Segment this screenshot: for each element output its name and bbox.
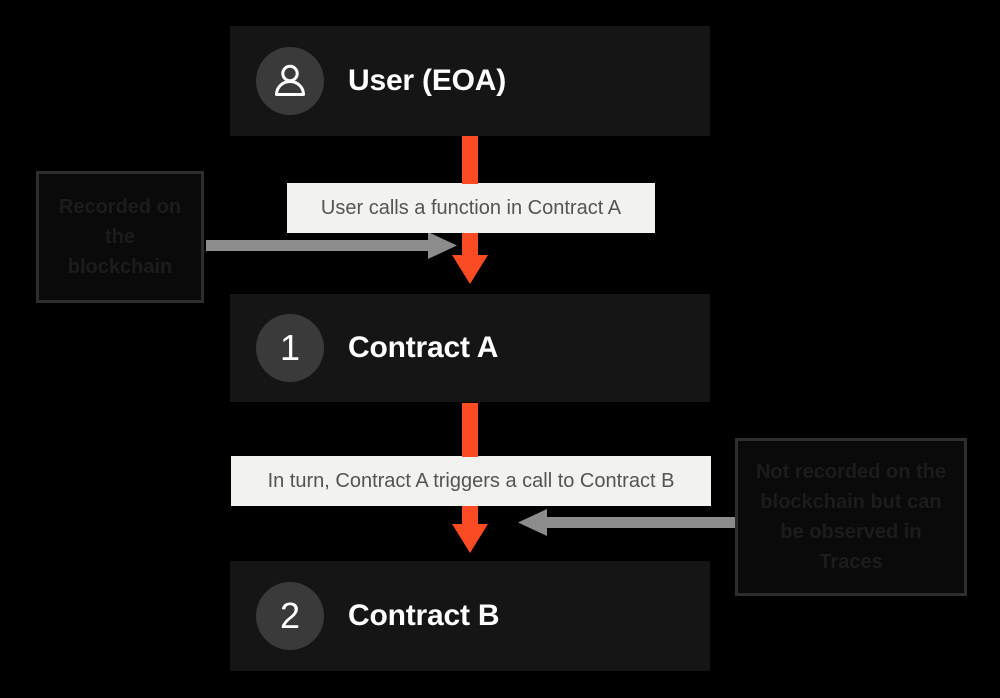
node-contract-a-label: Contract A	[348, 331, 499, 364]
arrow-segment-above-label-2	[462, 403, 478, 457]
node-contract-b[interactable]: 2 Contract B	[230, 561, 710, 671]
step-number-badge-1: 1	[256, 314, 324, 382]
node-user-label: User (EOA)	[348, 64, 507, 97]
edge-label-contract-a-to-contract-b: In turn, Contract A triggers a call to C…	[231, 456, 711, 506]
arrow-segment-above-label-1	[462, 136, 478, 184]
node-contract-a[interactable]: 1 Contract A	[230, 294, 710, 402]
arrow-left-icon-callout-right	[518, 509, 736, 536]
arrow-right-icon-callout-left	[206, 232, 457, 259]
callout-right-text: Not recorded on the blockchain but can b…	[755, 461, 946, 573]
step-number-badge-2: 2	[256, 582, 324, 650]
callout-recorded-on-blockchain: Recorded on the blockchain	[36, 171, 204, 303]
person-icon	[256, 47, 324, 115]
edge-label-user-to-contract-a: User calls a function in Contract A	[287, 183, 655, 233]
callout-not-recorded-on-blockchain: Not recorded on the blockchain but can b…	[735, 438, 967, 596]
node-user[interactable]: User (EOA)	[230, 26, 710, 136]
callout-left-text: Recorded on the blockchain	[58, 196, 182, 278]
node-contract-b-label: Contract B	[348, 599, 500, 632]
